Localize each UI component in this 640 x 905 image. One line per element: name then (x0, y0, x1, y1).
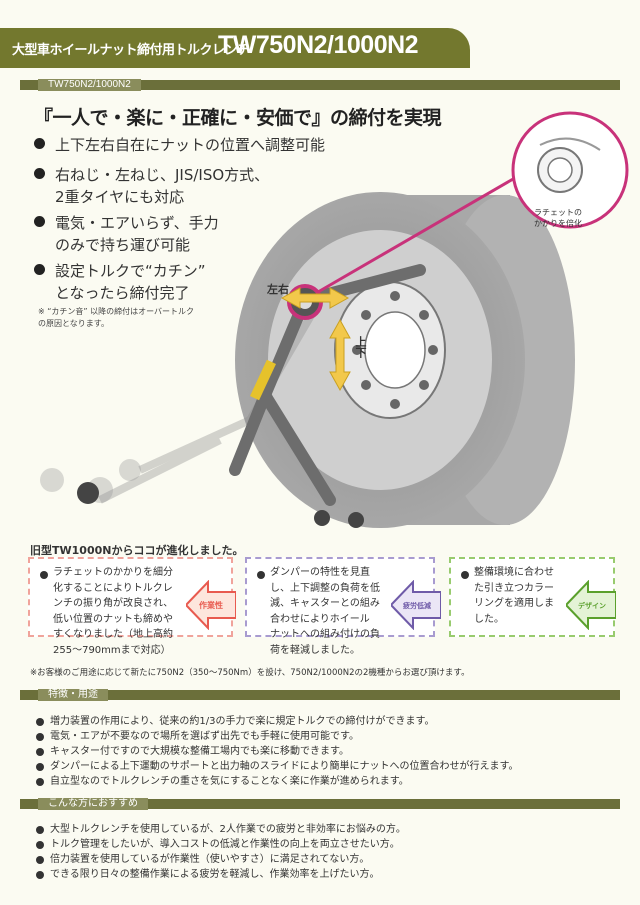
section-bar-recommend: こんな方におすすめ (20, 798, 620, 810)
recommend-list: 大型トルクレンチを使用しているが、2人作業での疲労と非効率にお悩みの方。 トルク… (36, 822, 406, 882)
evolution-title: 旧型TW1000Nからココが進化しました。 (30, 544, 244, 557)
feature-item: 電気・エアいらず、手力 のみで持ち運び可能 (34, 212, 219, 256)
title-banner: 大型車ホイールナット締付用トルクレンチ TW750N2/1000N2 (0, 28, 470, 68)
model-bar: TW750N2/1000N2 (20, 79, 620, 91)
label-up-down: 上下 (354, 336, 367, 358)
click-note: ※ “カチン音” 以降の締付はオーバートルク の原因となります。 (38, 307, 194, 328)
features-list: 増力装置の作用により、従来の約1/3の手力で楽に規定トルクでの締付けができます。… (36, 714, 519, 789)
section-label-recommend: こんな方におすすめ (38, 798, 148, 810)
arrow-icon-design (566, 580, 616, 630)
bullet-icon (34, 216, 45, 227)
bullet-icon (34, 264, 45, 275)
title-jp: 大型車ホイールナット締付用トルクレンチ (12, 43, 250, 58)
bullet-icon (34, 168, 45, 179)
list-item: 倍力装置を使用しているが作業性（使いやすさ）に満足されてない方。 (36, 852, 406, 867)
feature-item: 設定トルクで“カチン” となったら締付完了 (34, 260, 206, 304)
arrow-label-workability: 作業性 (199, 601, 223, 610)
bullet-icon (34, 138, 45, 149)
list-item: できる限り日々の整備作業による疲労を軽減し、作業効率を上げたい方。 (36, 867, 406, 882)
list-item: 電気・エアが不要なので場所を選ばず出先でも手軽に使用可能です。 (36, 729, 519, 744)
model-footnote: ※お客様のご用途に応じて新たに750N2（350～750Nm）を設け、750N2… (30, 668, 470, 678)
list-item: 自立型なのでトルクレンチの重さを気にすることなく楽に作業が進められます。 (36, 774, 519, 789)
closeup-caption: ラチェットの かかりを倍化 (534, 208, 582, 228)
feature-item: 右ねじ・左ねじ、JIS/ISO方式、 2重タイヤにも対応 (34, 164, 269, 208)
wrench-illustration (40, 111, 629, 528)
list-item: キャスター付ですので大規模な整備工場内でも楽に移動できます。 (36, 744, 519, 759)
label-left-right: 左右 (267, 283, 289, 296)
list-item: ダンパーによる上下運動のサポートと出力軸のスライドにより簡単にナットへの位置合わ… (36, 759, 519, 774)
bullet-icon (461, 571, 469, 579)
arrow-label-fatigue: 疲労低減 (403, 602, 431, 610)
section-label-features: 特徴・用途 (38, 689, 108, 701)
list-item: トルク管理をしたいが、導入コストの低減と作業性の向上を両立させたい方。 (36, 837, 406, 852)
bullet-icon (40, 571, 48, 579)
arrow-icon-fatigue (391, 580, 441, 630)
headline: 『一人で・楽に・正確に・安価で』の締付を実現 (34, 107, 442, 129)
list-item: 増力装置の作用により、従来の約1/3の手力で楽に規定トルクでの締付けができます。 (36, 714, 519, 729)
list-item: 大型トルクレンチを使用しているが、2人作業での疲労と非効率にお悩みの方。 (36, 822, 406, 837)
feature-item: 上下左右自在にナットの位置へ調整可能 (34, 134, 325, 156)
bullet-icon (257, 571, 265, 579)
model-name: TW750N2/1000N2 (218, 31, 419, 59)
section-bar-features: 特徴・用途 (20, 689, 620, 701)
arrow-label-design: デザイン (578, 602, 606, 610)
arrow-icon-workability (186, 580, 236, 630)
model-bar-label: TW750N2/1000N2 (38, 79, 141, 91)
